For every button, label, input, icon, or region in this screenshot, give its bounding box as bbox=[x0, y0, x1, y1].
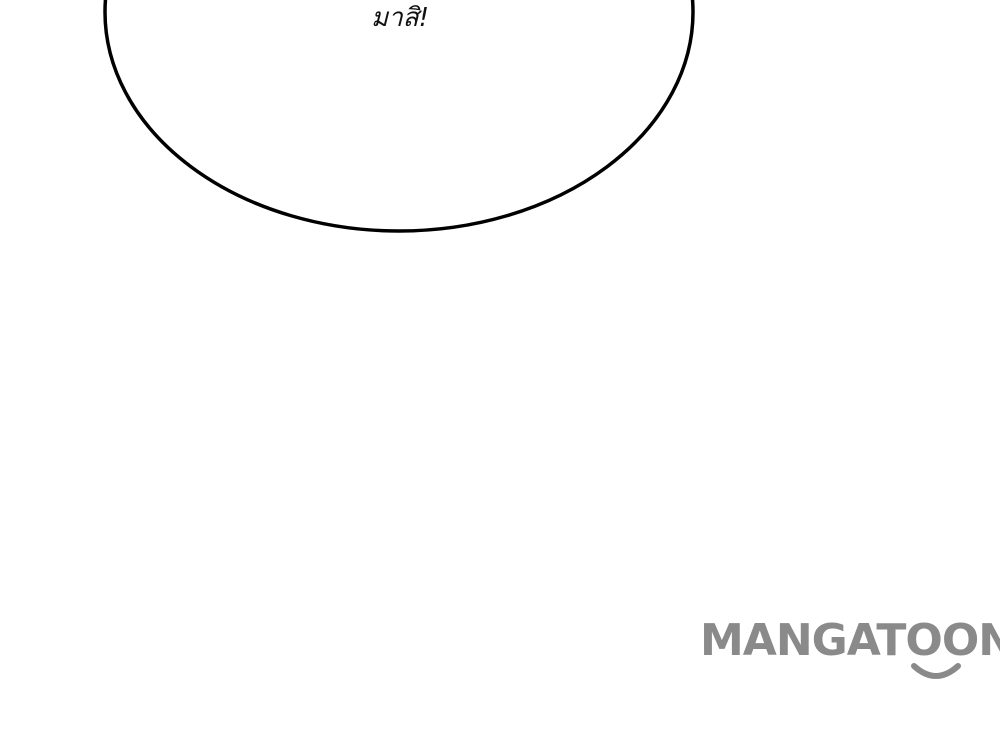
speech-bubble-outline bbox=[103, 0, 695, 233]
watermark-text: MANGATOON bbox=[700, 615, 1000, 666]
mangatoon-watermark: MANGATOON bbox=[700, 614, 1000, 694]
smile-icon bbox=[911, 663, 961, 679]
speech-bubble-text: มาสิ! bbox=[370, 3, 430, 33]
